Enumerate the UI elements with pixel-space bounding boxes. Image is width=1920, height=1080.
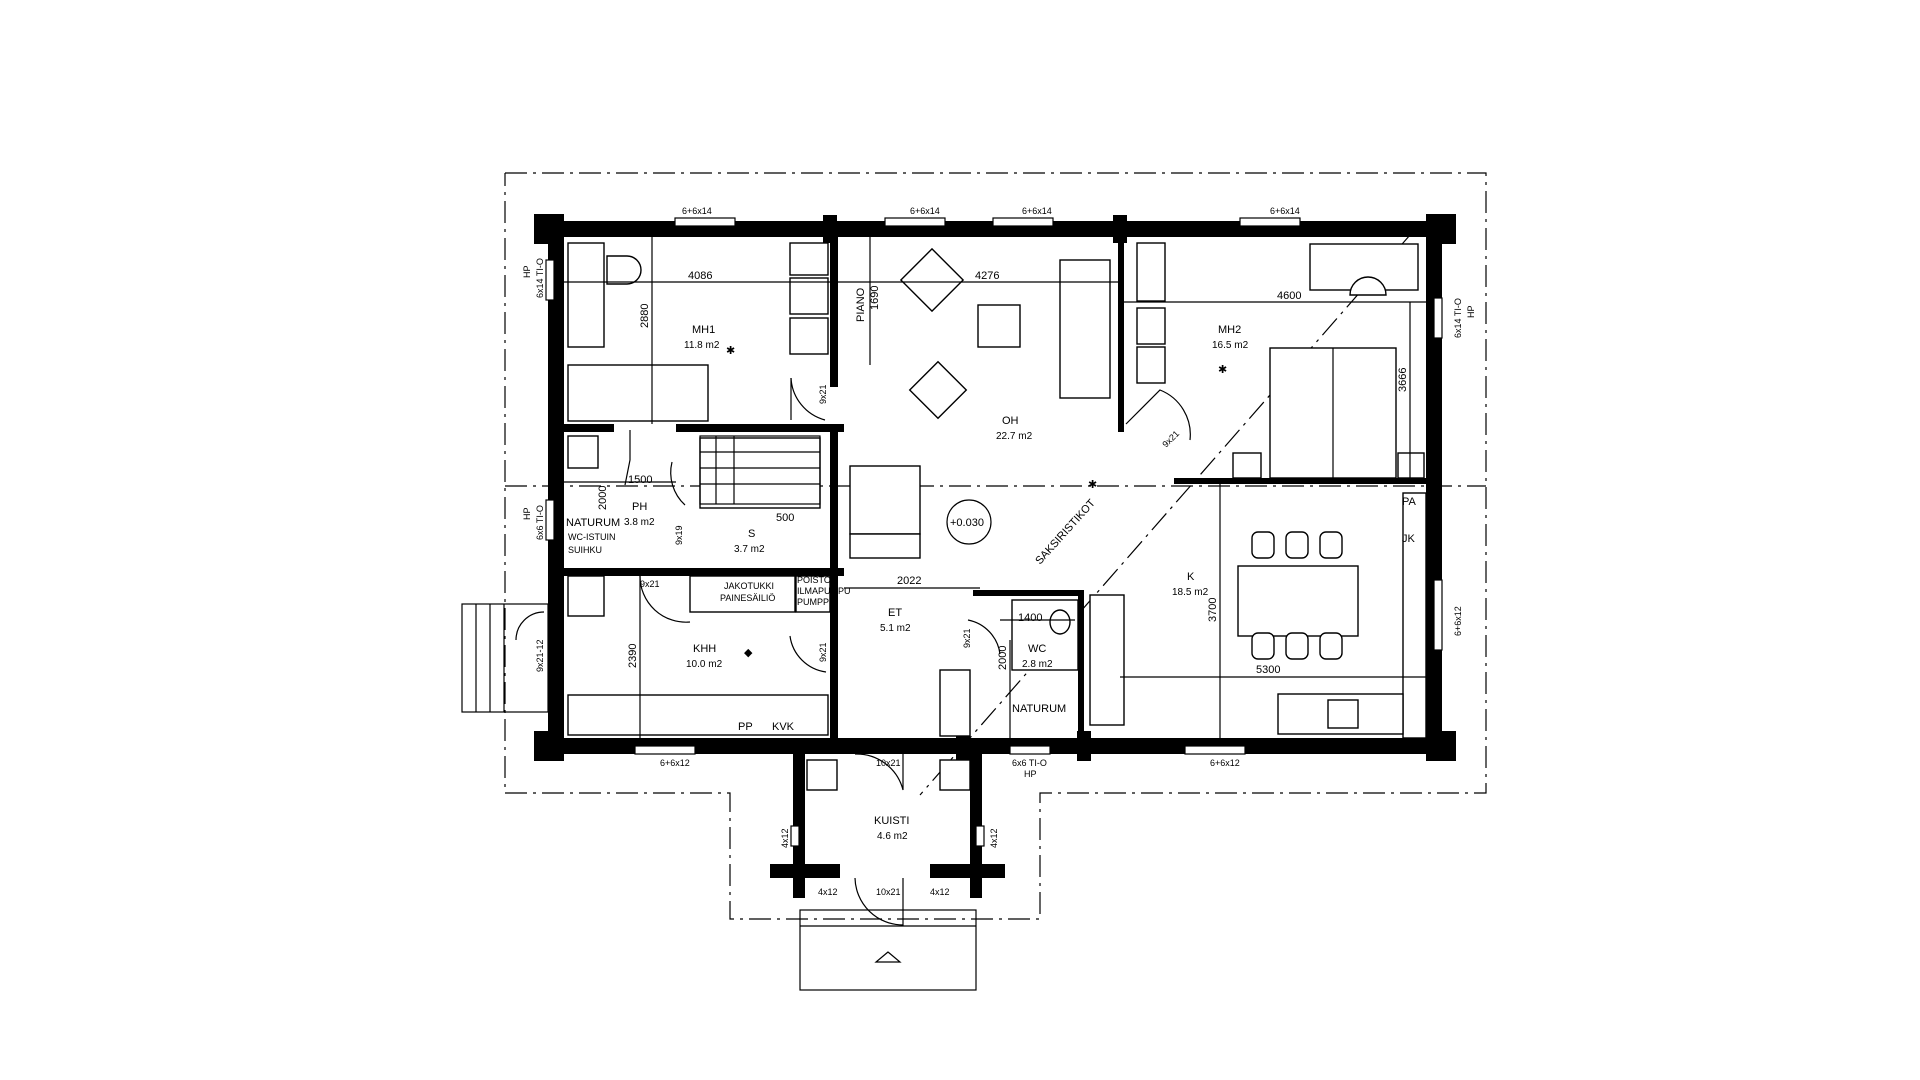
light-mh2-icon: ✱ <box>1218 364 1227 376</box>
dim-500: 500 <box>776 512 794 524</box>
room-name-kuisti: KUISTI <box>874 815 909 827</box>
room-name-oh: OH <box>1002 415 1019 427</box>
label-poisto-3: PUMPPU <box>797 597 836 607</box>
light-markers: ✱ ✱ ✱ ◆ <box>726 345 1227 659</box>
dim-2000-wc: 2000 <box>997 646 1009 670</box>
window-label-porch-bottom-right: 4x12 <box>930 887 950 897</box>
window-label-bottom-2: 6+6x12 <box>1210 758 1240 768</box>
doors <box>515 377 1191 926</box>
window-label-porch-right: 4x12 <box>989 828 999 848</box>
dim-1690: 1690 <box>869 286 881 310</box>
steps <box>461 435 977 991</box>
door-label-mh1: 9x21 <box>818 384 828 404</box>
room-name-k: K <box>1187 571 1195 583</box>
window-label-right-top: 6x14 TI-O <box>1453 298 1463 338</box>
dim-4600: 4600 <box>1277 290 1301 302</box>
window-label-porch-left: 4x12 <box>780 828 790 848</box>
label-poisto-2: ILMAPUMPU <box>797 586 851 596</box>
door-label-ph: 9x19 <box>674 525 684 545</box>
room-area-s: 3.7 m2 <box>734 544 765 555</box>
interior-walls <box>564 237 1426 738</box>
room-name-mh1: MH1 <box>692 324 715 336</box>
room-area-k: 18.5 m2 <box>1172 587 1209 598</box>
dimension-lines <box>564 237 1426 738</box>
room-area-ph: 3.8 m2 <box>624 517 655 528</box>
dim-1500: 1500 <box>628 474 652 486</box>
label-painesailio: PAINESÄILIÖ <box>720 593 775 603</box>
label-wc-istuin: WC-ISTUIN <box>568 532 616 542</box>
window-label-bottom-hp-type: 6x6 TI-O <box>1012 758 1047 768</box>
window-label-top-2: 6+6x14 <box>910 206 940 216</box>
door-label-entry: 10x21 <box>876 758 901 768</box>
floor-level-label: +0.030 <box>950 517 984 529</box>
window-label-top-4: 6+6x14 <box>1270 206 1300 216</box>
dim-1400: 1400 <box>1018 612 1042 624</box>
label-pp: PP <box>738 721 753 733</box>
room-name-mh2: MH2 <box>1218 324 1241 336</box>
label-piano: PIANO <box>855 287 867 322</box>
light-oh-icon: ✱ <box>1088 479 1097 491</box>
room-area-oh: 22.7 m2 <box>996 431 1033 442</box>
door-label-khh-1: 9x21 <box>640 579 660 589</box>
room-name-wc: WC <box>1028 643 1046 655</box>
room-name-khh: KHH <box>693 643 716 655</box>
truss-label: SAKSIRISTIKOT <box>1033 497 1098 567</box>
room-name-ph: PH <box>632 501 647 513</box>
roof-outline <box>504 172 1487 920</box>
room-area-wc: 2.8 m2 <box>1022 659 1053 670</box>
label-naturum-wc: NATURUM <box>1012 703 1066 715</box>
window-label-left-top-hp: HP <box>522 265 532 278</box>
room-area-kuisti: 4.6 m2 <box>877 831 908 842</box>
room-name-s: S <box>748 528 755 540</box>
window-label-left-top: 6x14 TI-O <box>535 258 545 298</box>
label-suihku: SUIHKU <box>568 545 602 555</box>
room-area-et: 5.1 m2 <box>880 623 911 634</box>
door-label-khh-2: 9x21 <box>818 642 828 662</box>
window-label-top-1: 6+6x14 <box>682 206 712 216</box>
door-label-mh2: 9x21 <box>1160 429 1181 450</box>
window-label-porch-bottom-left: 4x12 <box>818 887 838 897</box>
furniture <box>567 242 1427 791</box>
window-label-right-mid: 6+6x12 <box>1453 606 1463 636</box>
room-area-mh1: 11.8 m2 <box>684 340 720 351</box>
room-area-khh: 10.0 m2 <box>686 659 723 670</box>
light-khh-icon: ◆ <box>744 647 753 659</box>
dim-2880: 2880 <box>639 304 651 328</box>
label-pa: PA <box>1402 496 1417 508</box>
room-area-mh2: 16.5 m2 <box>1212 340 1249 351</box>
window-label-right-top-hp: HP <box>1466 305 1476 318</box>
label-poisto-1: POISTO <box>797 575 831 585</box>
dim-3700: 3700 <box>1207 598 1219 622</box>
label-naturum-ph: NATURUM <box>566 517 620 529</box>
window-label-left-mid: 6x6 TI-O <box>535 505 545 540</box>
room-name-et: ET <box>888 607 902 619</box>
window-label-bottom-1: 6+6x12 <box>660 758 690 768</box>
light-mh1-icon: ✱ <box>726 345 735 357</box>
dim-3666: 3666 <box>1397 368 1409 392</box>
window-label-top-3: 6+6x14 <box>1022 206 1052 216</box>
label-kvk: KVK <box>772 721 795 733</box>
window-label-left-door: 9x21-12 <box>535 639 545 672</box>
door-label-porch: 10x21 <box>876 887 901 897</box>
label-jakotukki: JAKOTUKKI <box>724 581 774 591</box>
dim-4276: 4276 <box>975 270 999 282</box>
dim-2000-ph: 2000 <box>597 486 609 510</box>
dim-2390: 2390 <box>627 644 639 668</box>
floor-level-marker: +0.030 <box>946 499 992 545</box>
exterior-walls <box>534 214 1456 898</box>
label-jk: JK <box>1402 533 1416 545</box>
dim-2022: 2022 <box>897 575 921 587</box>
dim-4086: 4086 <box>688 270 712 282</box>
dim-5300: 5300 <box>1256 664 1280 676</box>
windows <box>545 217 1443 847</box>
window-label-left-mid-hp: HP <box>522 507 532 520</box>
window-label-bottom-hp: HP <box>1024 769 1037 779</box>
door-label-wc: 9x21 <box>962 628 972 648</box>
